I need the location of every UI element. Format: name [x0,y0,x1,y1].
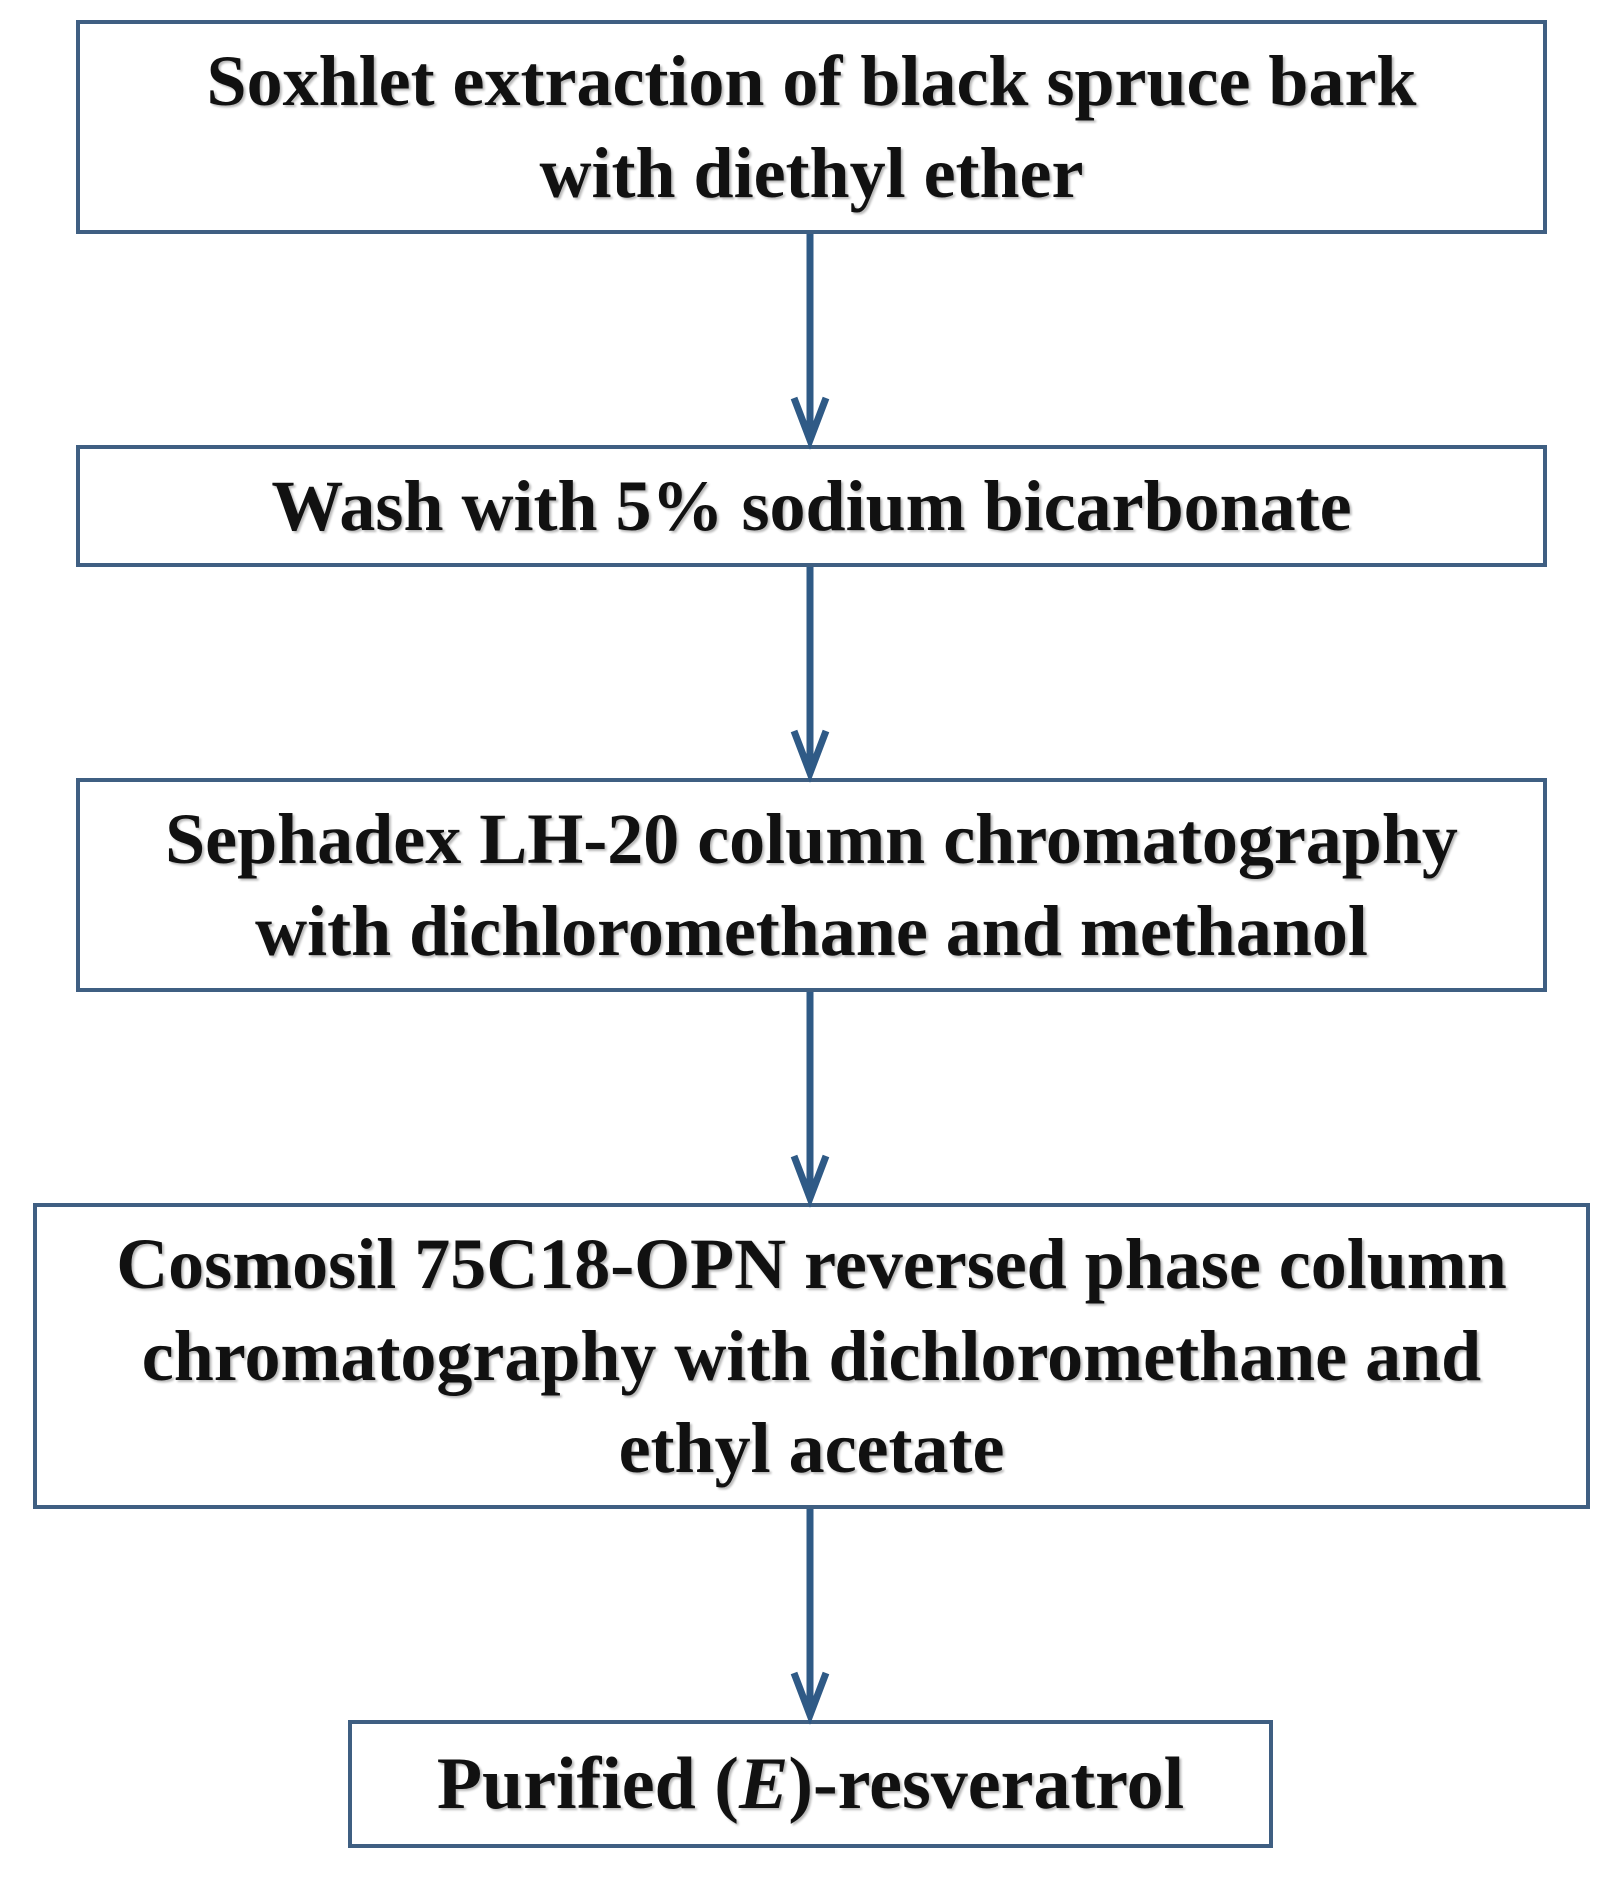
step-2-box: Wash with 5% sodium bicarbonate [76,445,1547,567]
arrow-3-to-4 [790,992,830,1208]
step-4-line-2: chromatography with dichloromethane and [141,1316,1482,1396]
step-1-box: Soxhlet extraction of black spruce bark … [76,20,1547,234]
step-3-line-2: with dichloromethane and methanol [255,891,1368,971]
arrow-2-to-3 [790,567,830,783]
step-4-line-1: Cosmosil 75C18-OPN reversed phase column [116,1224,1507,1304]
final-product-box: Purified (E)-resveratrol [348,1720,1273,1848]
step-3-box: Sephadex LH-20 column chromatography wit… [76,778,1547,992]
arrow-4-to-5 [790,1509,830,1725]
final-product-label: Purified (E)-resveratrol [437,1738,1184,1830]
step-3-line-1: Sephadex LH-20 column chromatography [165,799,1458,879]
step-1-line-1: Soxhlet extraction of black spruce bark [206,41,1417,121]
final-prefix: Purified ( [436,1743,739,1825]
final-italic-e: E [738,1743,789,1825]
final-suffix: )-resveratrol [788,1743,1185,1825]
step-1-line-2: with diethyl ether [539,133,1084,213]
arrow-1-to-2 [790,234,830,450]
step-2-line-1: Wash with 5% sodium bicarbonate [271,466,1352,546]
step-4-box: Cosmosil 75C18-OPN reversed phase column… [33,1203,1590,1509]
step-4-line-3: ethyl acetate [618,1408,1005,1488]
